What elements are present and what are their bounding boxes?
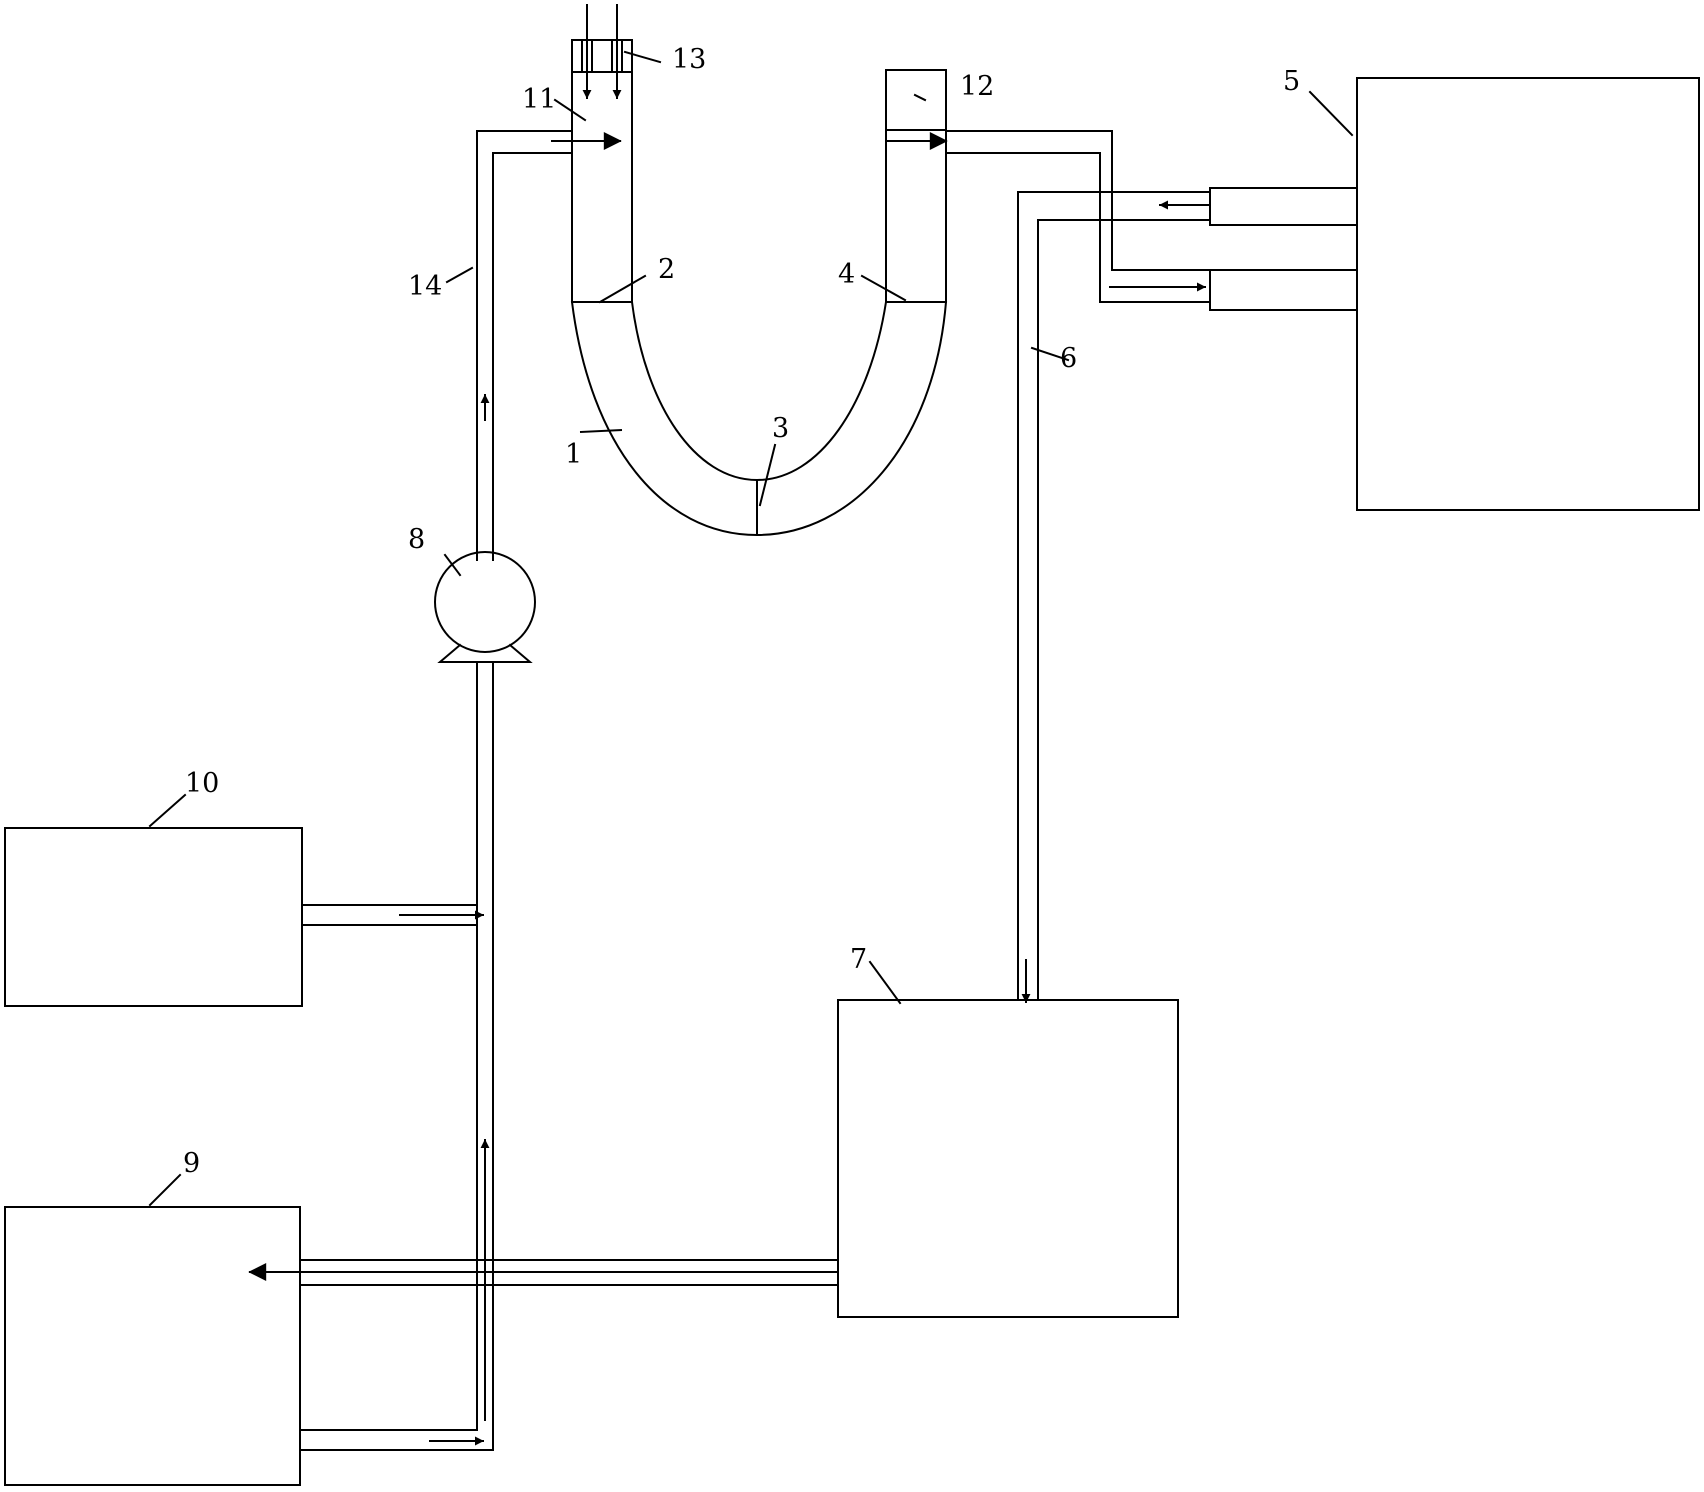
u-tube-inner-wall <box>630 300 888 482</box>
inlet-nozzle <box>571 39 633 73</box>
label-10: 10 <box>185 768 219 799</box>
u-tube-reactor <box>570 69 948 537</box>
outlet-pipe <box>945 130 1211 303</box>
label-13: 13 <box>672 44 706 75</box>
label-2: 2 <box>658 254 675 285</box>
label-12: 12 <box>960 71 994 102</box>
label-14: 14 <box>408 271 442 302</box>
box-7 <box>837 999 1179 1318</box>
box10-connection <box>301 904 484 926</box>
box-5-port-upper <box>1209 187 1358 226</box>
box-10 <box>4 827 303 1007</box>
box-5 <box>1356 77 1700 511</box>
left-column <box>571 71 633 303</box>
label-7: 7 <box>850 944 867 975</box>
box-9 <box>4 1206 301 1486</box>
label-8: 8 <box>408 524 425 555</box>
pump-suction-pipe <box>299 661 494 1451</box>
pipe-14 <box>476 130 573 561</box>
u-tube-outer-wall <box>570 300 948 537</box>
pipe-6 <box>1017 191 1211 1003</box>
right-column <box>885 69 947 303</box>
label-1: 1 <box>565 439 582 470</box>
pump <box>434 551 536 663</box>
label-3: 3 <box>772 413 789 444</box>
return-pipe <box>248 1259 839 1286</box>
label-6: 6 <box>1060 343 1077 374</box>
label-5: 5 <box>1283 66 1300 97</box>
label-9: 9 <box>183 1148 200 1179</box>
label-4: 4 <box>838 259 855 290</box>
label-11: 11 <box>522 84 556 115</box>
top-inlet <box>571 4 633 99</box>
leader-lines <box>148 50 1354 1207</box>
number-labels: 1 2 3 4 5 6 7 8 9 10 11 12 13 14 <box>183 44 1300 1179</box>
unit-5 <box>1209 77 1700 511</box>
box-5-port-lower <box>1209 269 1358 311</box>
